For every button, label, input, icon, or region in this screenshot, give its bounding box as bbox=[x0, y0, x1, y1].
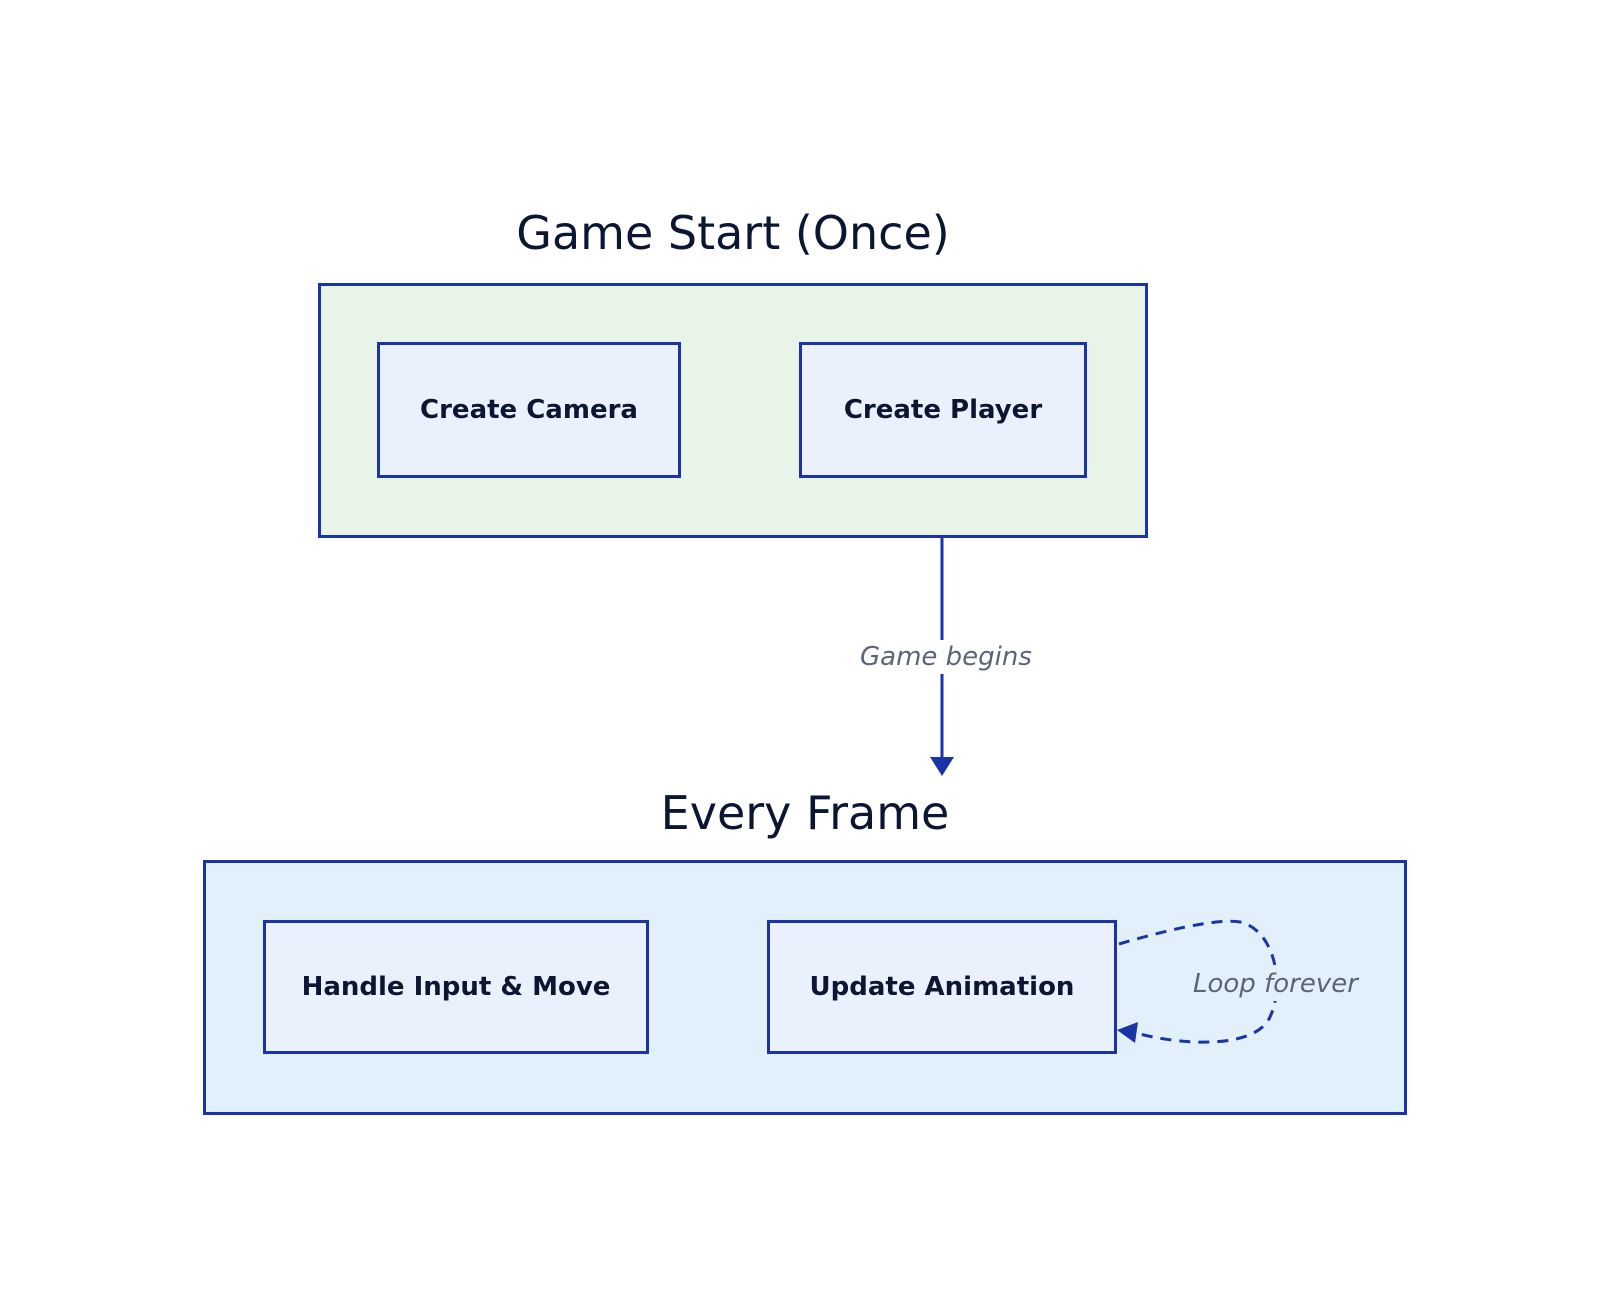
edge-loop-forever bbox=[1117, 919, 1279, 1044]
cluster-title-game-start: Game Start (Once) bbox=[516, 206, 950, 260]
edge-label-loop-forever: Loop forever bbox=[1191, 967, 1360, 1001]
node-label-create-camera: Create Camera bbox=[420, 395, 638, 425]
node-label-handle-input-move: Handle Input & Move bbox=[301, 972, 611, 1002]
edge-label-game-begins: Game begins bbox=[858, 640, 1034, 674]
node-update-animation: Update Animation bbox=[767, 920, 1117, 1054]
node-create-camera: Create Camera bbox=[377, 342, 681, 478]
node-label-update-animation: Update Animation bbox=[809, 972, 1075, 1002]
node-label-create-player: Create Player bbox=[843, 395, 1043, 425]
edge-game-begins-arrowhead bbox=[930, 757, 954, 776]
edge-loop-forever-arrowhead bbox=[1117, 1022, 1138, 1043]
cluster-title-every-frame: Every Frame bbox=[660, 786, 950, 840]
node-create-player: Create Player bbox=[799, 342, 1087, 478]
node-handle-input-move: Handle Input & Move bbox=[263, 920, 649, 1054]
